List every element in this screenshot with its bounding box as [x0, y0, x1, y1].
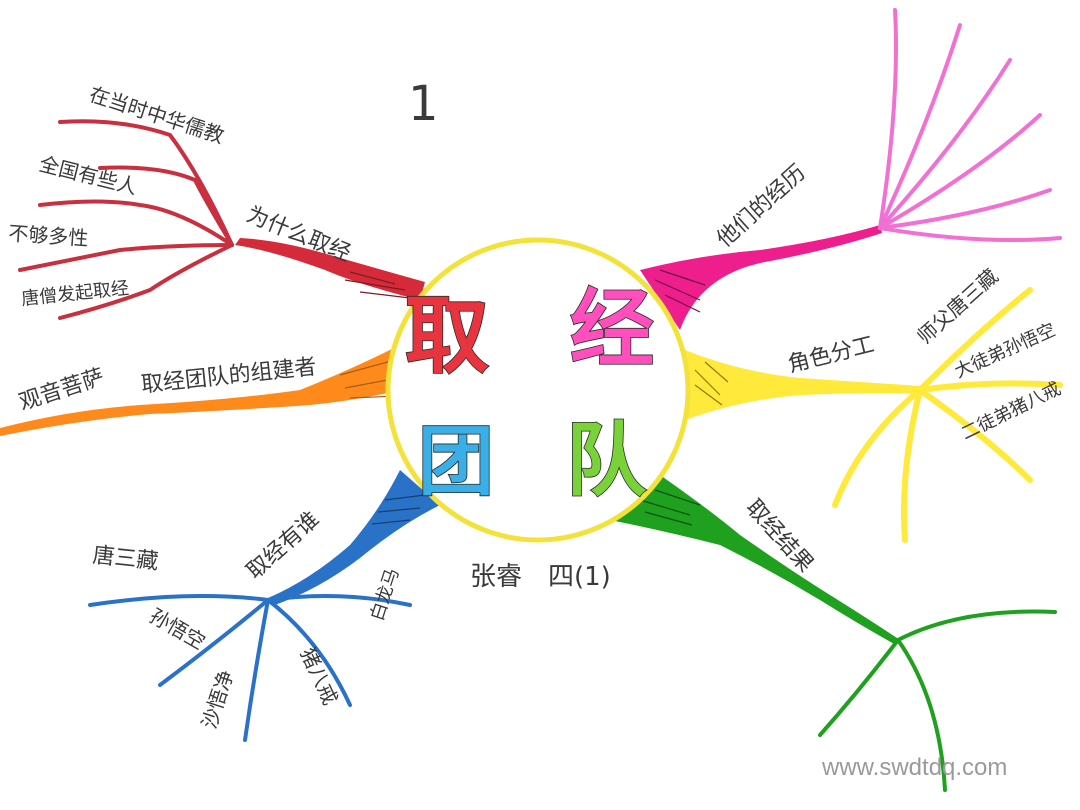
branch-yellow-arrow-hatch	[694, 361, 729, 406]
branch-magenta-twig-4	[878, 113, 1042, 230]
branch-orange-trunk	[0, 345, 400, 436]
center-node: 取 经 团 队	[385, 237, 691, 543]
branch-green-trunk	[610, 475, 900, 645]
branch-magenta-twig-3	[878, 58, 1012, 230]
branch-blue-twig-4	[266, 598, 352, 707]
branch-blue-twig-2	[158, 598, 270, 687]
branch-blue-twig-5	[266, 594, 412, 607]
watermark: www.swdtdq.com	[821, 754, 1007, 781]
branch-green-twig-3	[896, 638, 947, 792]
page-number-mark: 1	[408, 76, 439, 132]
signature-class: 四(1)	[548, 562, 611, 592]
center-char-jing: 经	[570, 280, 654, 378]
branch-red-trunk	[235, 238, 425, 300]
branch-magenta-twig-5	[878, 188, 1052, 230]
branch-blue-twig-3	[243, 598, 270, 742]
branch-blue-twig-1	[88, 594, 270, 607]
branch-yellow-twig-2	[917, 380, 1063, 393]
branch-red-twig-label-3: 不够多性	[8, 221, 89, 251]
branch-blue-arrow-hatch	[371, 494, 426, 525]
branch-magenta-twig-6	[878, 226, 1062, 243]
branch-yellow-twig-5	[832, 387, 923, 508]
branch-magenta-twig-1	[878, 8, 898, 230]
branch-red-twig-2	[38, 199, 234, 247]
branch-red-twig-3	[18, 243, 234, 272]
branch-magenta-twig-2	[878, 23, 962, 230]
branch-red-twig-4	[58, 243, 234, 320]
branch-yellow-twig-3	[917, 387, 1033, 483]
branch-magenta-trunk	[640, 225, 882, 330]
branch-red-twig-1	[58, 119, 234, 247]
center-circle	[385, 237, 691, 543]
branch-yellow-trunk	[685, 350, 920, 420]
branch-green-twig-1	[896, 609, 1057, 642]
center-char-dui: 队	[566, 414, 647, 507]
branch-magenta-arrow-hatch	[654, 269, 706, 313]
branch-blue-trunk	[268, 470, 440, 606]
signature-name: 张睿	[470, 562, 522, 592]
center-char-qu: 取	[405, 287, 489, 385]
branch-red-arrow-hatch	[344, 271, 411, 299]
branch-green-twig-2	[818, 638, 900, 737]
center-char-tuan: 团	[418, 417, 494, 506]
branch-green-arrow-hatch	[639, 489, 701, 526]
branch-yellow-twig-1	[917, 287, 1033, 393]
branch-yellow-twig-4	[901, 387, 923, 543]
branch-red-twig-5	[98, 165, 234, 247]
